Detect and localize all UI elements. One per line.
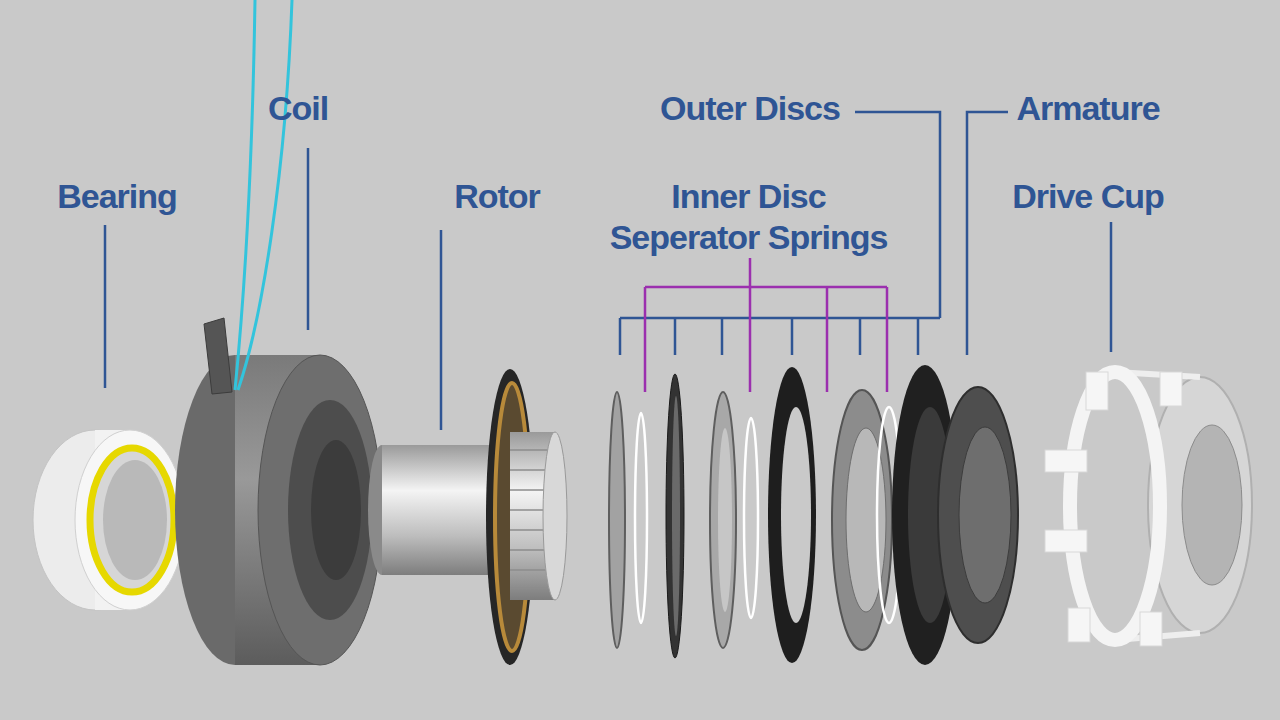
coil-recess [288, 400, 372, 620]
inner-disc [768, 367, 816, 663]
part-label: Bearing [57, 176, 177, 217]
leader-line [620, 317, 940, 320]
hub-face [543, 432, 567, 600]
drive-cup-bore [1182, 425, 1242, 585]
armature-plate [938, 387, 1018, 643]
drive-cup [1045, 372, 1252, 646]
bearing-bore [103, 460, 167, 580]
leader-line [644, 287, 647, 392]
outer-disc-bore [718, 428, 732, 612]
leader-line [440, 230, 443, 430]
bearing [33, 430, 185, 610]
spring-leader-lines [645, 258, 887, 392]
part-label: Outer Discs [660, 88, 840, 129]
coil-wire [238, 0, 292, 390]
leader-line [307, 148, 310, 330]
drive-cup-tab [1068, 608, 1090, 642]
rotor [368, 369, 567, 665]
bearing-seal [90, 448, 174, 592]
leader-line [917, 318, 920, 355]
coil-tab [204, 318, 232, 394]
leader-line [1110, 222, 1113, 352]
drive-cup-tab [1045, 450, 1087, 472]
separator-spring [744, 418, 758, 618]
part-label: Coil [268, 88, 328, 129]
part-label: Inner Disc Seperator Springs [596, 176, 901, 258]
leader-line [791, 318, 794, 355]
drive-cup-tab [1086, 372, 1108, 410]
armature-hub [959, 427, 1011, 603]
part-label: Armature [1016, 88, 1159, 129]
coil [175, 0, 382, 665]
drive-cup-rim [1070, 372, 1160, 640]
leader-line [619, 318, 622, 355]
inner-disc-face [672, 396, 680, 636]
leader-line [859, 318, 862, 355]
coil-face [258, 355, 382, 665]
inner-disc-bore [781, 407, 811, 623]
leader-line [886, 287, 889, 392]
disc-stack [609, 365, 958, 665]
coil-bore [311, 440, 361, 580]
leader-line [967, 112, 1008, 355]
leader-line [749, 258, 752, 392]
inner-disc [666, 374, 684, 658]
drive-cup-tab [1045, 530, 1087, 552]
part-label: Rotor [454, 176, 540, 217]
drive-cup-tab [1140, 612, 1162, 646]
armature [938, 387, 1018, 643]
coil-wire [235, 0, 255, 390]
leader-line [104, 225, 107, 388]
rotor-shaft [382, 445, 492, 575]
outer-disc [609, 392, 625, 648]
separator-spring [635, 413, 647, 623]
leader-line [826, 287, 829, 392]
part-label: Drive Cup [1012, 176, 1164, 217]
leader-line [645, 286, 887, 289]
outer-disc [710, 392, 736, 648]
drive-cup-tab [1160, 372, 1182, 406]
leader-line [674, 318, 677, 355]
bearing-face [75, 430, 185, 610]
leader-line [721, 318, 724, 355]
